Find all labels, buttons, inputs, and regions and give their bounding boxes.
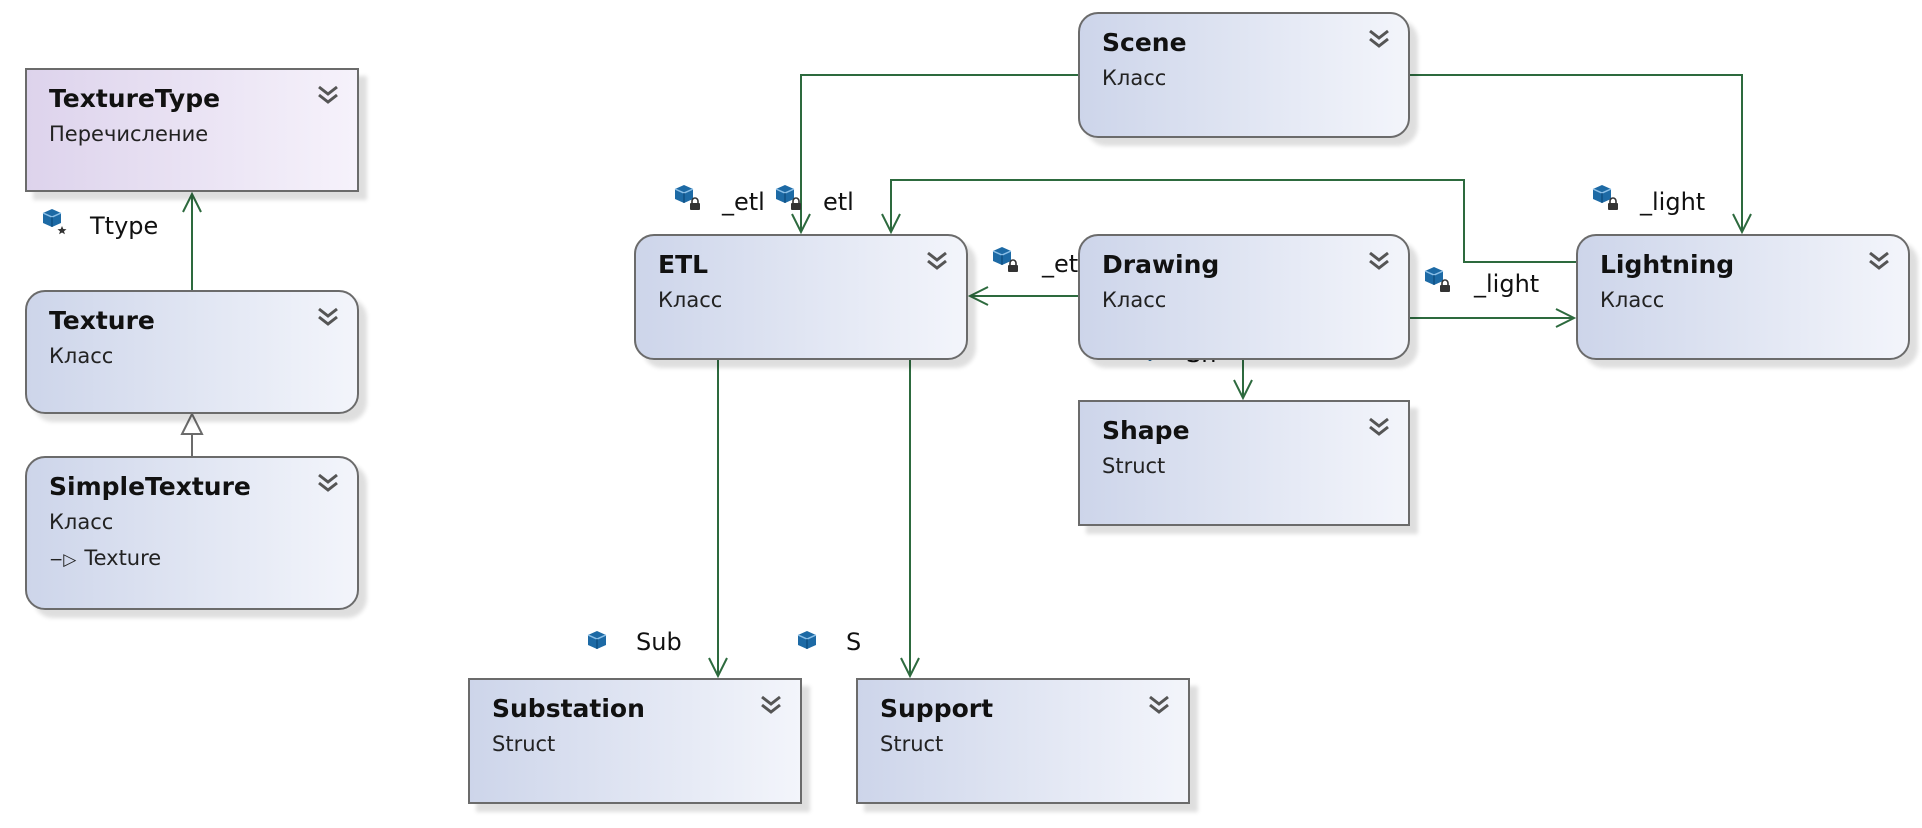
node-title: TextureType [49,84,221,113]
node-title: Lightning [1600,250,1735,279]
double-chevron-down-icon[interactable] [315,304,341,330]
node-title: Substation [492,694,645,723]
double-chevron-down-icon[interactable] [315,82,341,108]
substation-struct[interactable]: Substation Struct [468,678,802,804]
field-cube-icon-sub [587,631,607,649]
double-chevron-down-icon[interactable] [1366,248,1392,274]
texture-type-enum[interactable]: TextureType Перечисление [25,68,359,192]
node-kind: Класс [49,344,114,368]
node-title: Shape [1102,416,1190,445]
edge-label-sub: Sub [636,628,682,656]
node-kind: Класс [1102,66,1167,90]
edge-label-drawing-etl: _etl [1042,250,1085,278]
node-kind: Struct [492,732,556,756]
double-chevron-down-icon[interactable] [1866,248,1892,274]
edge-lightning-etl [881,179,1578,263]
inheritance-arrow-icon: −▷ [49,550,77,570]
double-chevron-down-icon[interactable] [315,470,341,496]
node-title: ETL [658,250,709,279]
edge-label-lightning-etl: etl [823,188,854,216]
shape-struct[interactable]: Shape Struct [1078,400,1410,526]
node-title: Texture [49,306,155,335]
field-cube-icon-scene-etl [674,185,700,210]
edge-label-drawing-light: _light [1474,270,1540,298]
field-cube-icon-s [797,631,817,649]
double-chevron-down-icon[interactable] [1366,414,1392,440]
edge-label-scene-etl: _etl [722,188,765,216]
edge-label-scene-light: _light [1640,188,1706,216]
drawing-class[interactable]: Drawing Класс [1078,234,1410,360]
lightning-class[interactable]: Lightning Класс [1576,234,1910,360]
node-kind: Класс [1102,288,1167,312]
node-kind: Класс [49,510,114,534]
node-title: Scene [1102,28,1187,57]
node-kind: Struct [880,732,944,756]
field-cube-icon-scene-light [1592,185,1618,210]
field-cube-icon-lightning-etl [775,185,801,210]
node-title: Drawing [1102,250,1220,279]
node-kind: Класс [658,288,723,312]
edge-scene-etl [791,74,1080,235]
edge-label-s: S [846,628,862,656]
field-cube-icon-drawing-light [1424,267,1450,292]
base-type-label: Texture [84,546,162,570]
node-kind: Перечисление [49,122,209,146]
field-cube-icon-drawing-etl [992,247,1018,272]
double-chevron-down-icon[interactable] [1146,692,1172,718]
etl-class[interactable]: ETL Класс [634,234,968,360]
field-cube-icon-ttype [42,209,67,235]
simple-texture-class[interactable]: SimpleTexture Класс −▷ Texture [25,456,359,610]
edge-label-ttype: Ttype [90,212,159,240]
double-chevron-down-icon[interactable] [924,248,950,274]
node-title: Support [880,694,994,723]
double-chevron-down-icon[interactable] [1366,26,1392,52]
edge-scene-lightning [1408,74,1752,235]
node-base: −▷ Texture [49,546,161,570]
node-title: SimpleTexture [49,472,251,501]
double-chevron-down-icon[interactable] [758,692,784,718]
node-kind: Struct [1102,454,1166,478]
support-struct[interactable]: Support Struct [856,678,1190,804]
scene-class[interactable]: Scene Класс [1078,12,1410,138]
texture-class[interactable]: Texture Класс [25,290,359,414]
node-kind: Класс [1600,288,1665,312]
